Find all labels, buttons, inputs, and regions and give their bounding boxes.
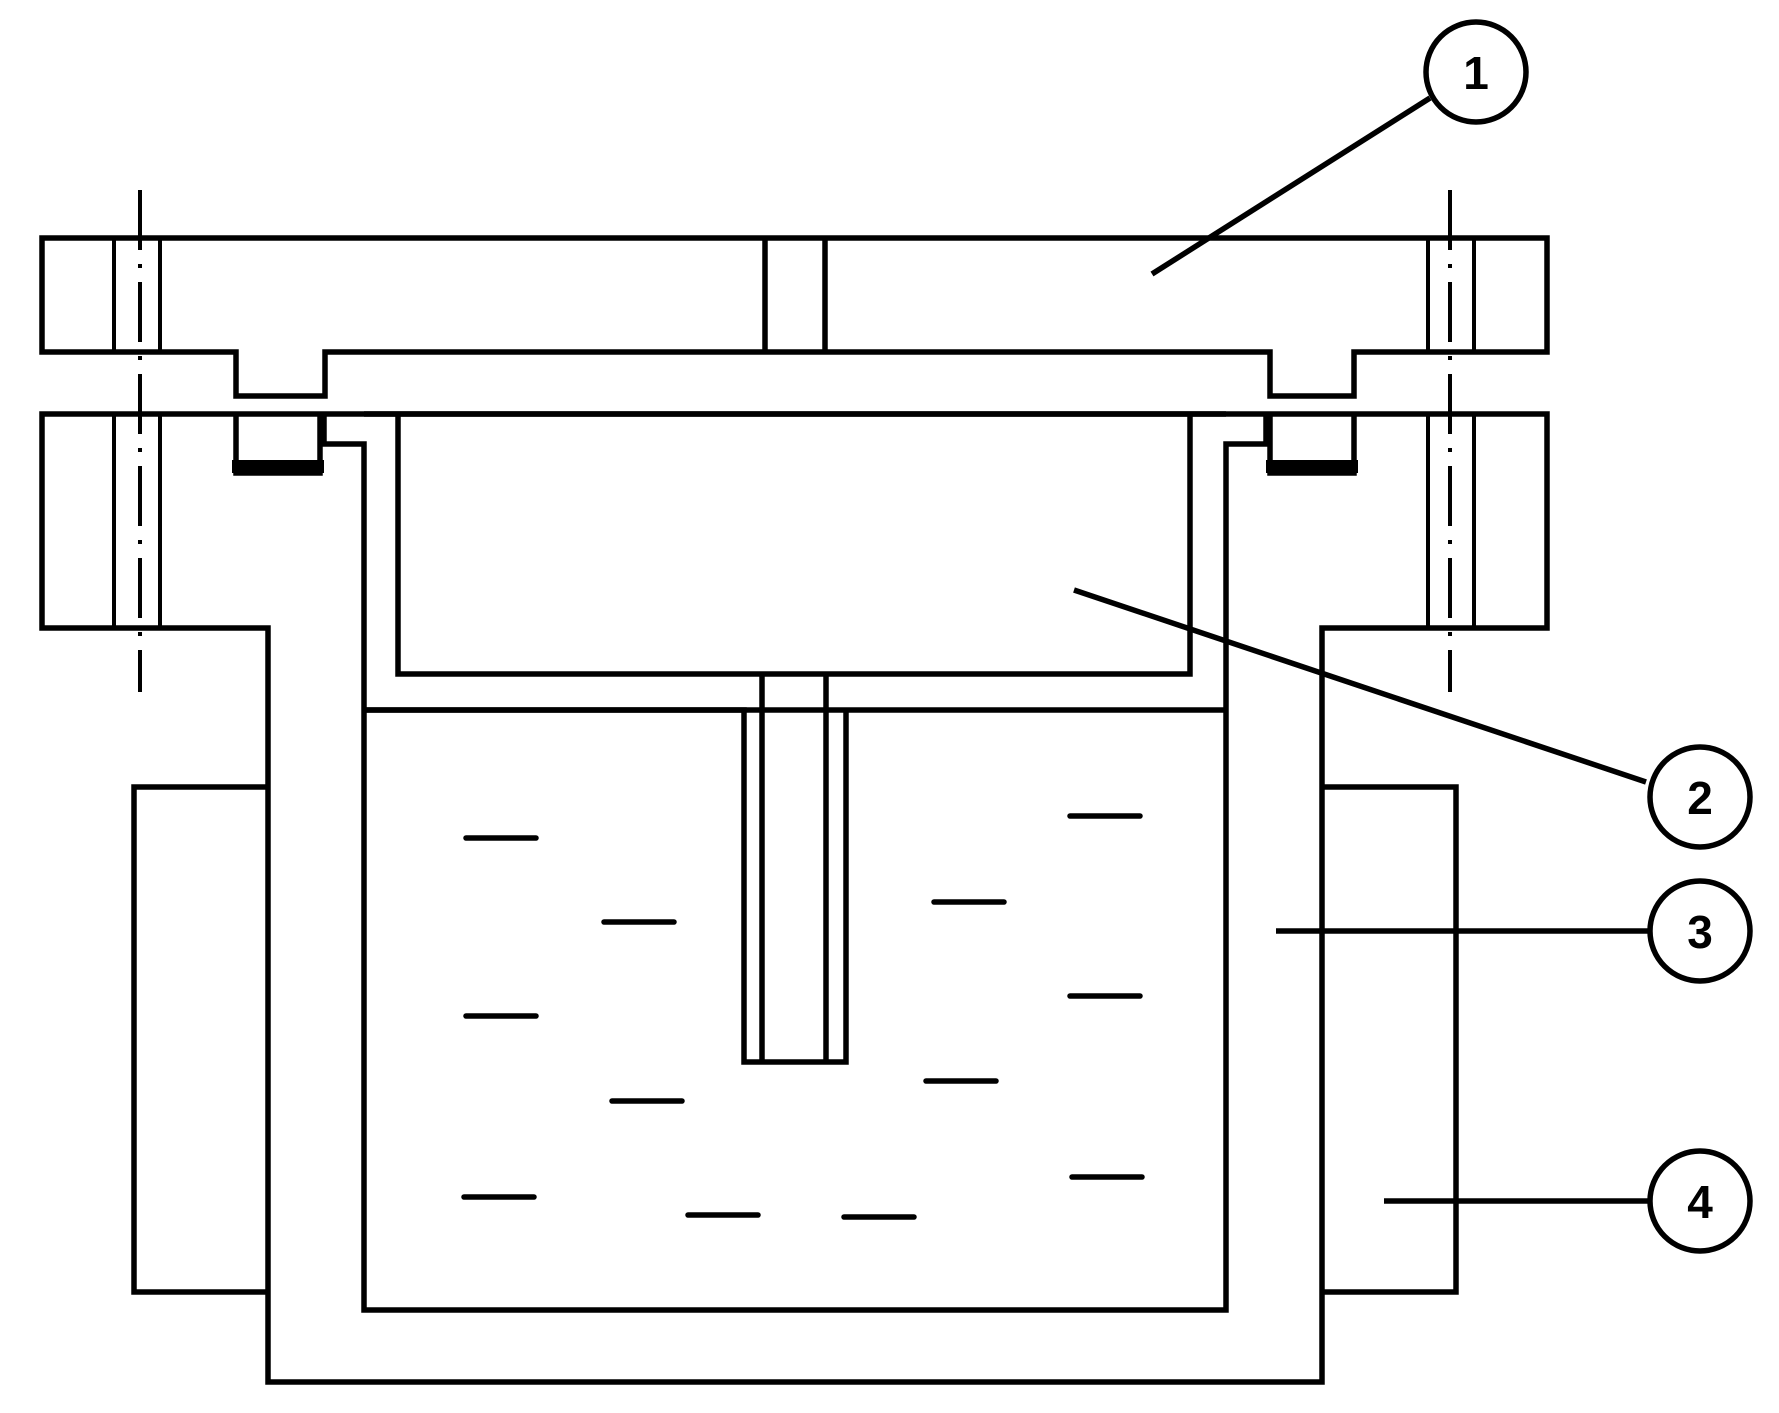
callout-3: 3 — [1647, 878, 1753, 984]
callout-circle — [1647, 1148, 1753, 1254]
top-lid-part — [39, 235, 1550, 399]
bolt-holes — [112, 190, 1476, 692]
callout-4: 4 — [1647, 1148, 1753, 1254]
right-jacket-block — [1322, 784, 1459, 1295]
top-lid-outline — [39, 235, 1550, 399]
heating-jacket-part — [131, 784, 1459, 1295]
central-stem-outer — [364, 707, 849, 1065]
left-jacket-block — [131, 784, 268, 1295]
central-stem-inner — [759, 674, 829, 1062]
callout-number: 1 — [1463, 47, 1489, 99]
callout-circle — [1647, 744, 1753, 850]
inner-chamber-part — [364, 411, 1226, 1065]
callout-circle — [1647, 878, 1753, 984]
outer-vessel-part — [39, 411, 1550, 1385]
callout-number: 3 — [1687, 906, 1713, 958]
leader-lines — [1073, 95, 1650, 1204]
right-seal-gasket — [1266, 460, 1358, 473]
liquid-fill — [461, 813, 1145, 1220]
callout-circle — [1423, 19, 1529, 125]
callout-2: 2 — [1647, 744, 1753, 850]
inner-liner-outline — [321, 414, 1269, 1313]
inner-chamber-box — [395, 414, 1193, 677]
leader-line-2 — [1073, 587, 1647, 785]
callout-1: 1 — [1423, 19, 1529, 125]
callout-number: 2 — [1687, 772, 1713, 824]
callout-number: 4 — [1687, 1176, 1713, 1228]
left-seal-gasket — [232, 460, 324, 473]
leader-line-1 — [1150, 95, 1432, 277]
flange-and-outer-vessel-outline — [39, 411, 1550, 1385]
